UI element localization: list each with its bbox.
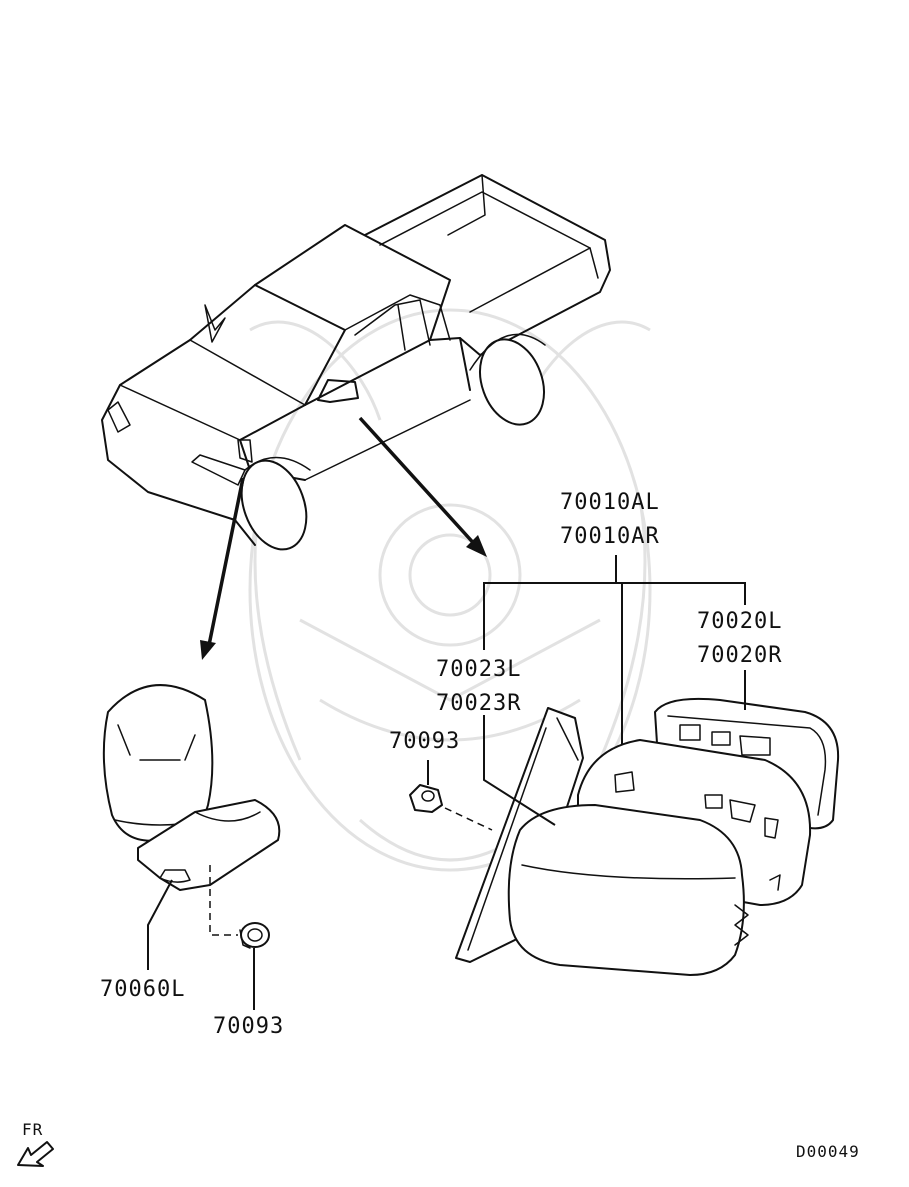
leader-lines [147,555,746,1010]
pickup-truck-illustration [101,174,611,551]
clip-nut-lower [209,865,270,949]
arrow-front-icon [17,1141,54,1167]
label-70020r: 70020R [697,643,782,668]
watermark-logo [248,308,652,872]
callout-arrows [200,416,487,660]
clip-nut-upper [409,784,493,831]
label-70023l: 70023L [436,657,521,682]
label-70093-lower: 70093 [213,1014,284,1039]
front-indicator: FR [17,1120,54,1167]
front-label: FR [22,1120,43,1139]
door-mirror-glass-part [507,804,749,976]
label-70010ar: 70010AR [560,524,660,549]
part-labels: 70010AL 70010AR 70020L 70020R 70023L 700… [100,490,782,1039]
label-70010al: 70010AL [560,490,660,515]
diagram-code: D00049 [796,1142,860,1161]
label-70093-upper: 70093 [389,729,460,754]
label-70023r: 70023R [436,691,521,716]
label-70020l: 70020L [697,609,782,634]
label-70060l: 70060L [100,977,185,1002]
fender-mirror-part [102,684,281,891]
